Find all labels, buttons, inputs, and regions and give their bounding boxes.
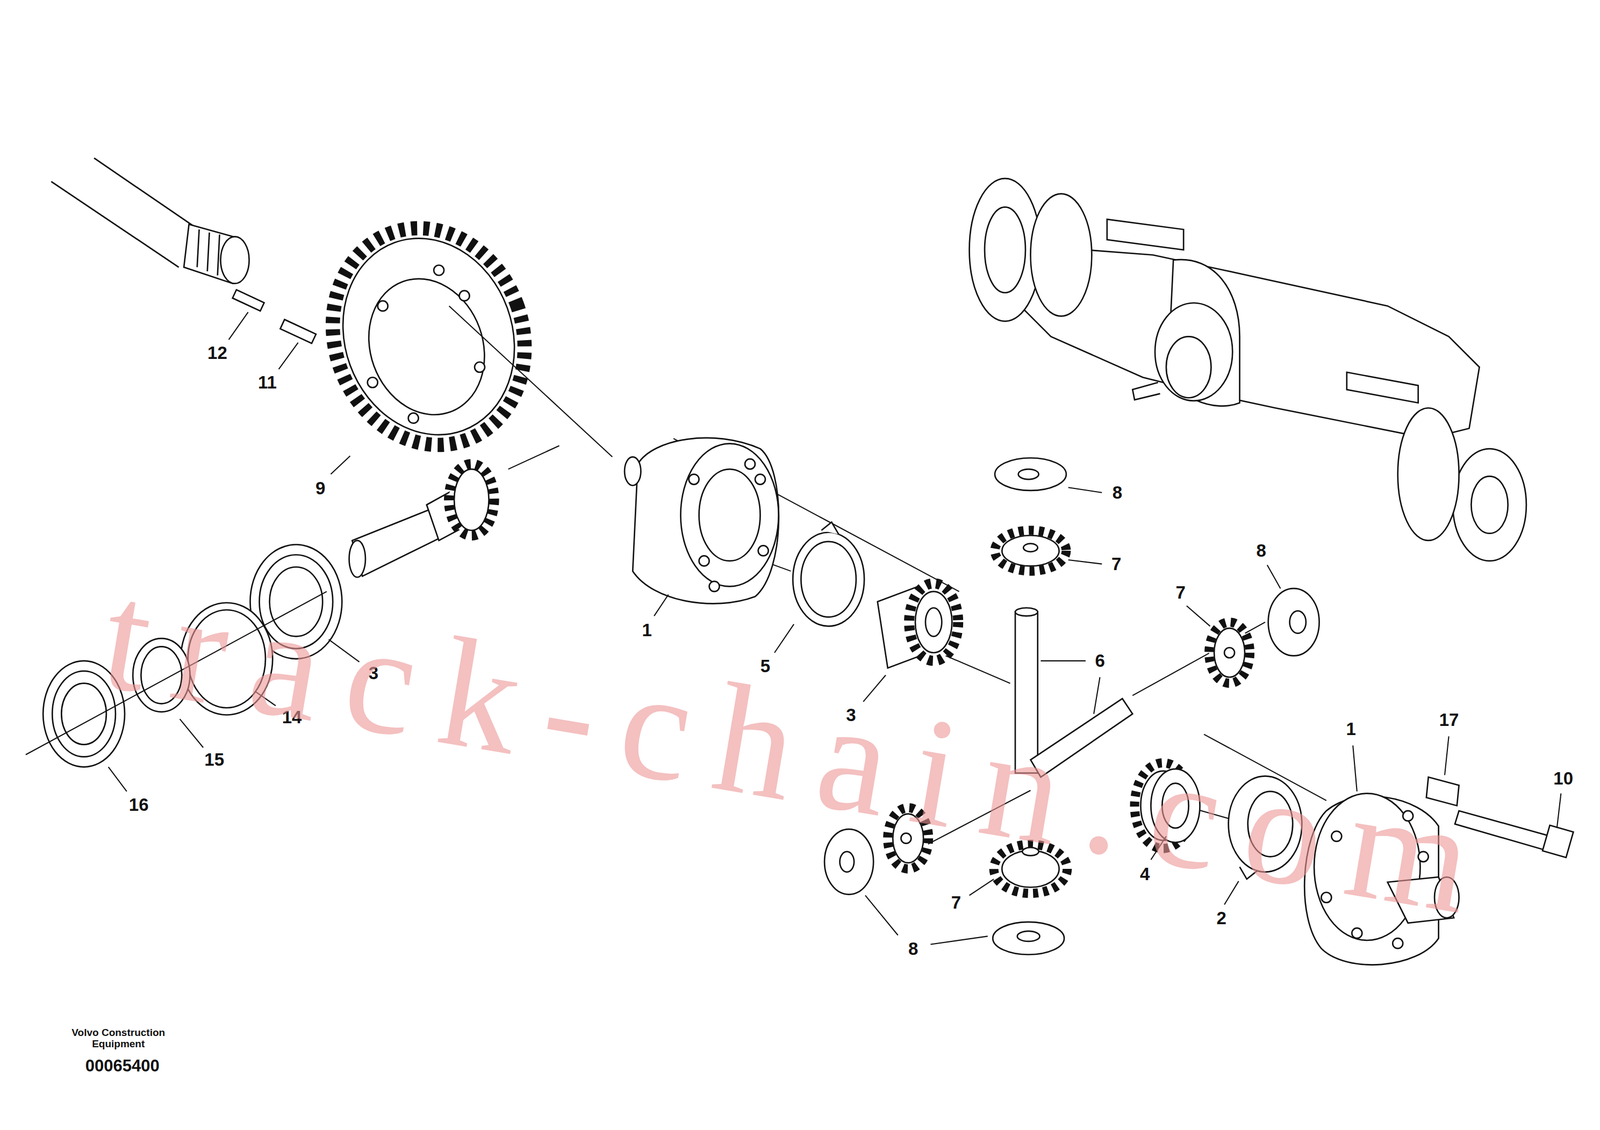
callout-number: 8 (1112, 483, 1123, 503)
callout-number: 2 (1216, 908, 1226, 929)
pin (280, 319, 317, 344)
spider-gear (994, 530, 1067, 572)
axle-shaft (51, 158, 249, 284)
spider-gear (1209, 622, 1251, 684)
callout-number: 10 (1553, 768, 1574, 788)
callout-number: 9 (315, 478, 326, 499)
callout-number: 11 (257, 372, 277, 393)
callout-number: 12 (207, 343, 228, 363)
thrust-washer (992, 922, 1065, 956)
drawing-number: 00065400 (85, 1057, 160, 1076)
thrust-washer (792, 522, 865, 627)
axle-overview (969, 178, 1527, 562)
callout-number: 15 (204, 750, 225, 770)
maker-note: Volvo Construction Equipment (59, 1027, 178, 1051)
thrust-washer (1268, 588, 1320, 656)
callout-number: 17 (1439, 710, 1460, 730)
callout-number: 1 (1346, 719, 1356, 739)
callout-number: 7 (951, 893, 961, 913)
callout-number: 8 (908, 939, 918, 959)
pin (232, 289, 265, 312)
differential-case (624, 438, 779, 604)
thrust-washer (994, 457, 1067, 491)
callout-number: 7 (1175, 583, 1186, 603)
side-gear (877, 583, 959, 669)
ring-gear (302, 201, 555, 473)
callout-number: 7 (1111, 554, 1122, 575)
callout-number: 16 (128, 795, 149, 815)
callout-number: 6 (1095, 651, 1106, 671)
callout-number: 8 (1256, 541, 1266, 561)
pinion (349, 464, 495, 578)
